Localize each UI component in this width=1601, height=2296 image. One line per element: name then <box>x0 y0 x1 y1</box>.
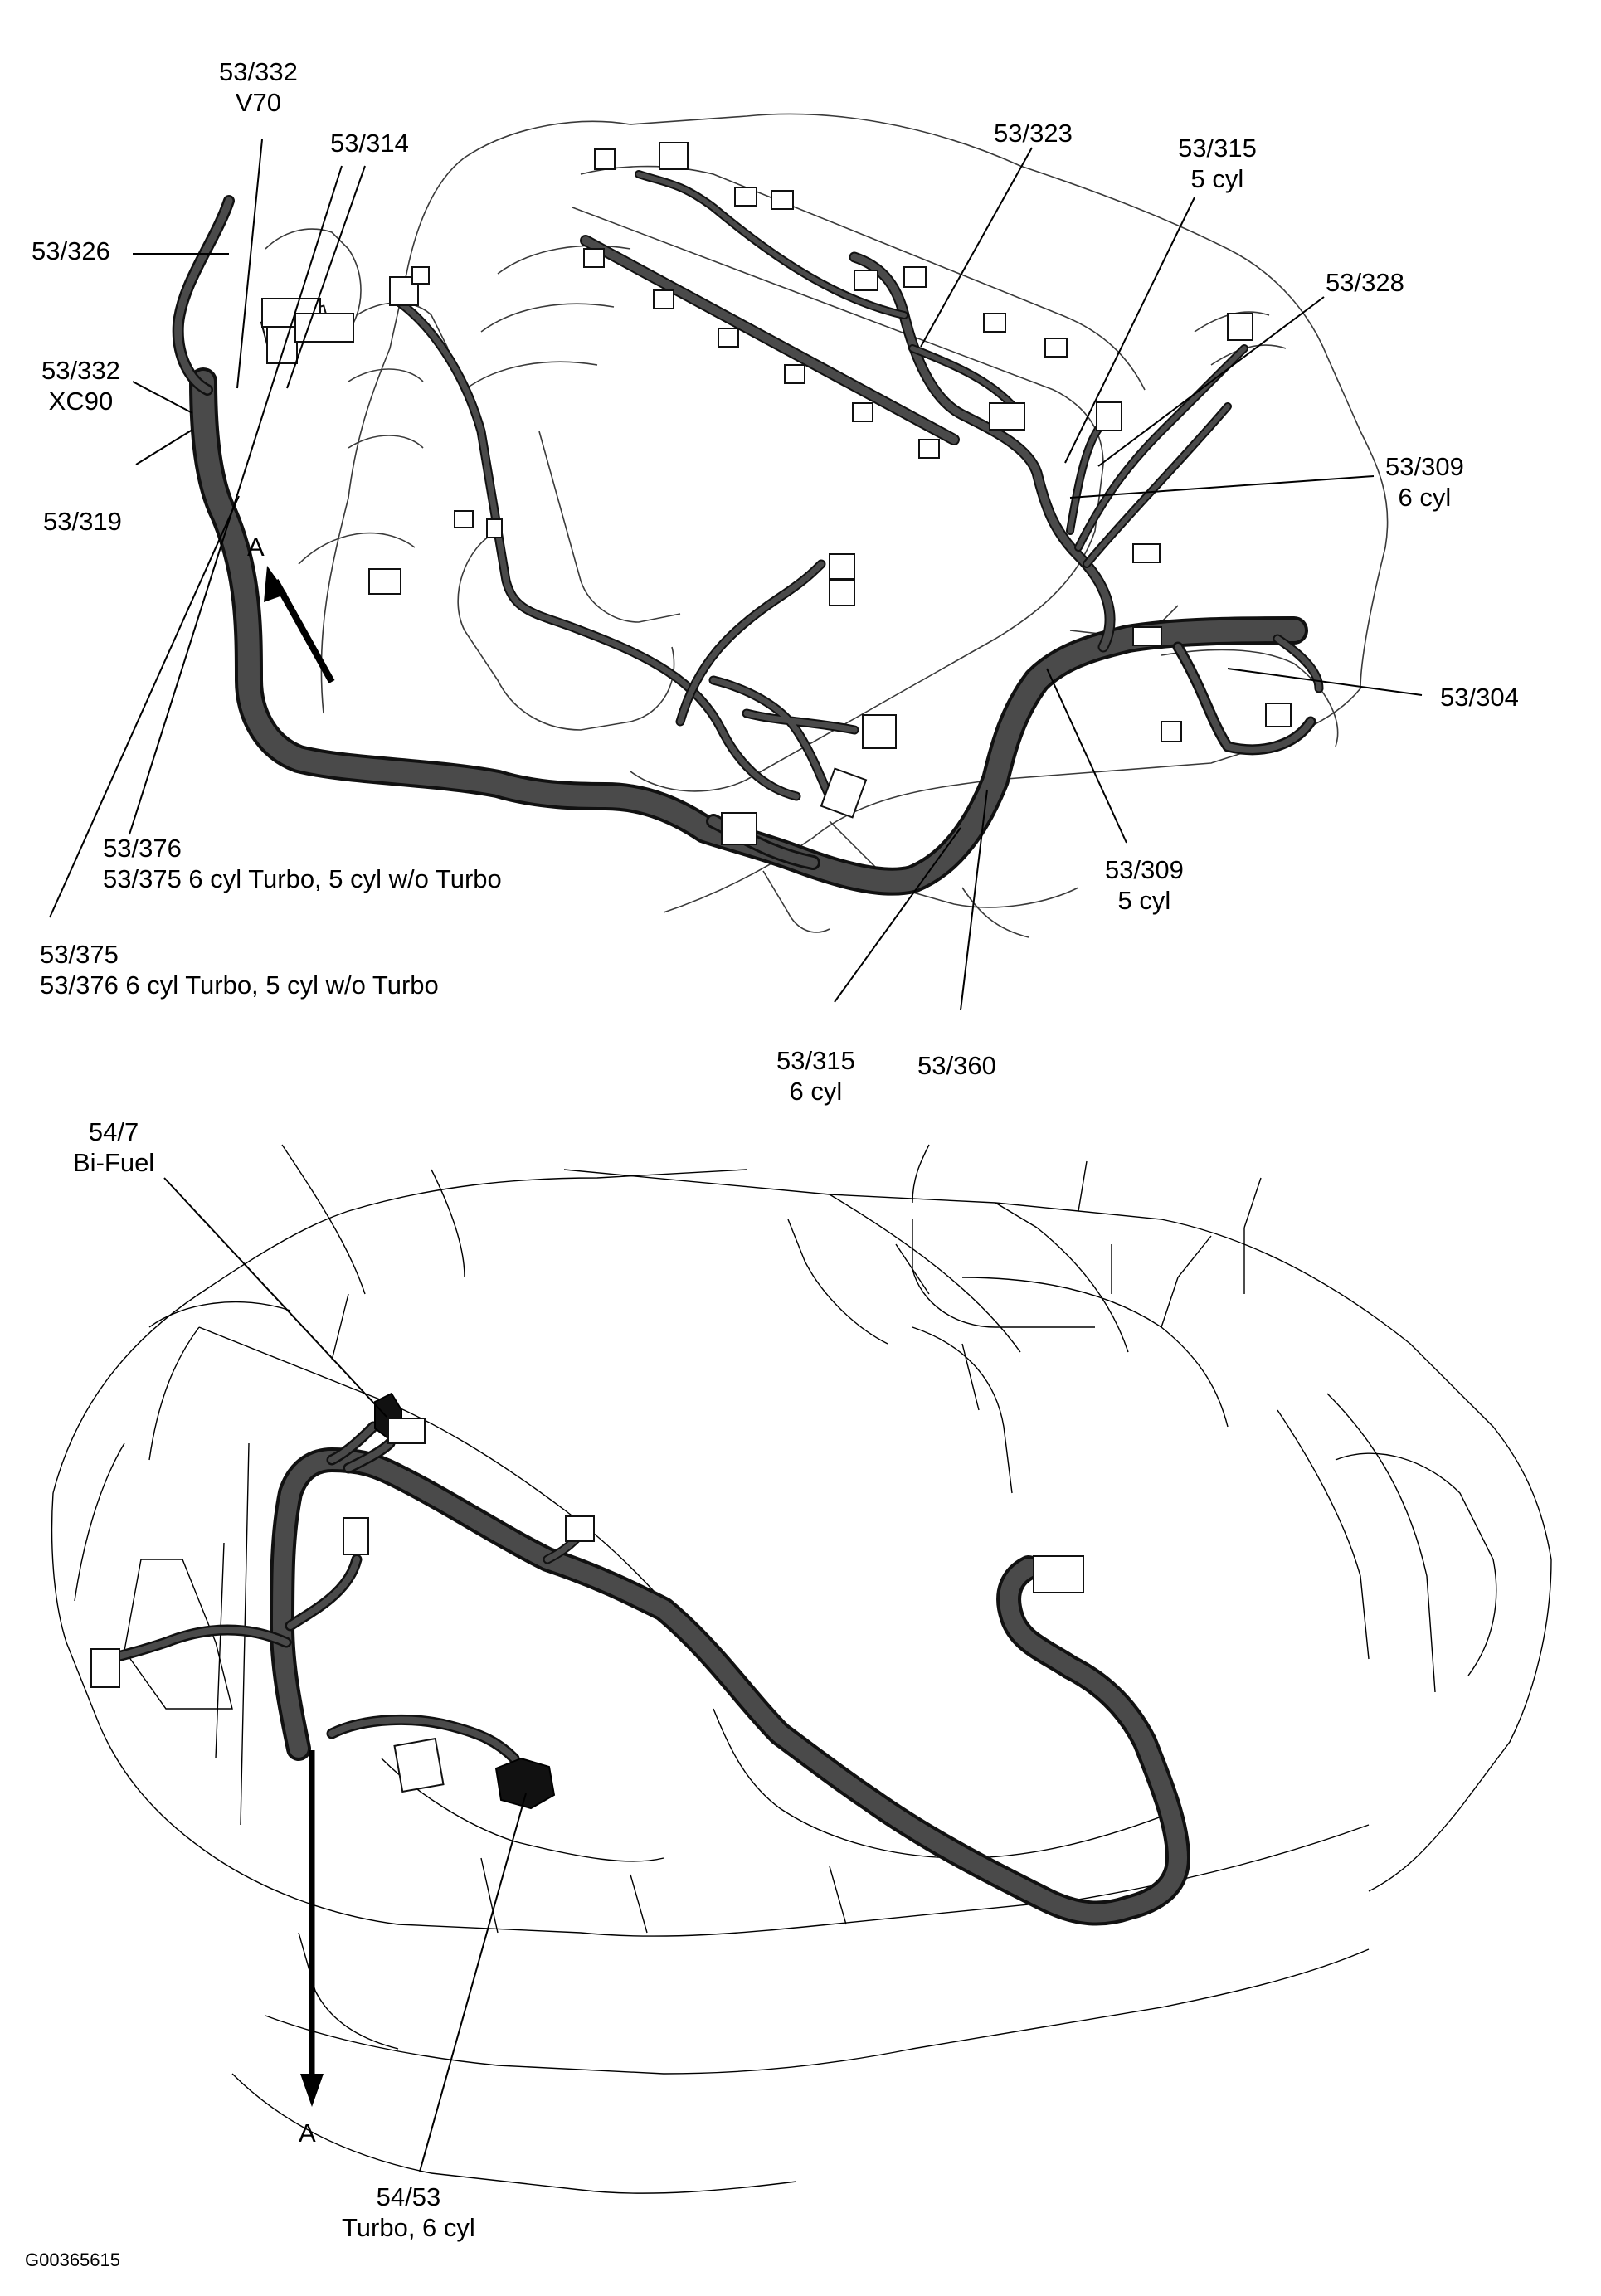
engine-harness <box>172 170 1324 896</box>
view-arrow-label-upper: A <box>247 533 265 562</box>
callout-53-360: 53/360 <box>917 1051 996 1080</box>
callout-53-319: 53/319 <box>43 507 122 536</box>
view-arrow-lower: A <box>299 1750 324 2148</box>
car-front-outline <box>51 1144 1552 2194</box>
callout-53-323: 53/323 <box>994 119 1073 148</box>
callout-53-328: 53/328 <box>1326 268 1404 297</box>
leader-lines-lower <box>163 1177 527 2172</box>
callout-53-326: 53/326 <box>32 236 110 265</box>
leader-lines-upper <box>49 139 1423 1011</box>
callout-53-304: 53/304 <box>1440 683 1519 712</box>
engine-outline <box>265 113 1389 938</box>
front-harness <box>102 1421 1190 1926</box>
view-arrow-label-lower: A <box>299 2118 316 2148</box>
figure-id: G00365615 <box>25 2250 120 2270</box>
view-arrow-upper: A <box>247 533 335 683</box>
callout-53-314: 53/314 <box>330 129 409 158</box>
fuel-rail <box>580 235 960 459</box>
front-connectors <box>90 1392 1084 1810</box>
engine-connectors <box>260 142 1292 845</box>
